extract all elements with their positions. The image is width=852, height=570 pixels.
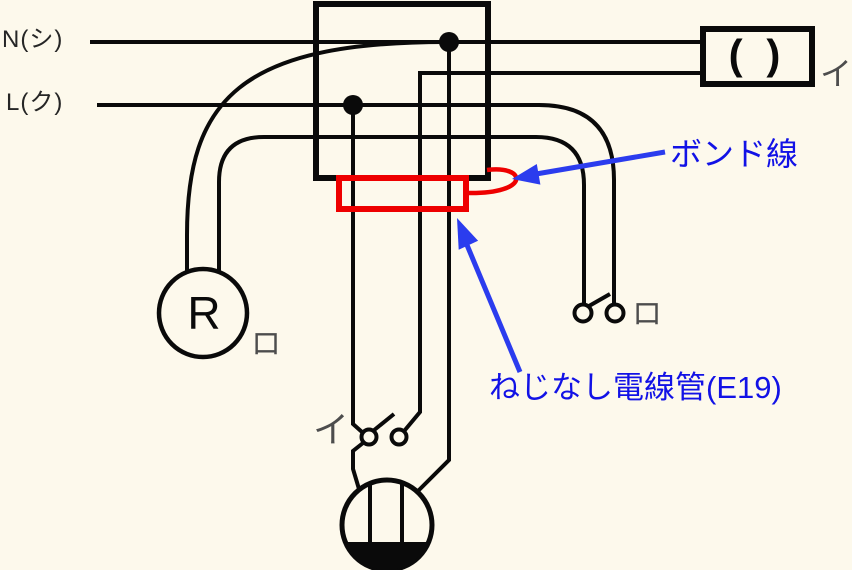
- ceiling-light-symbol: ( ): [728, 30, 787, 78]
- switch-ro-right-terminal: [604, 302, 626, 324]
- wall-outlet-wall-segment: [345, 542, 429, 570]
- live-source-label: L(ク): [6, 89, 64, 116]
- live-drop-switch-i: [351, 105, 364, 434]
- conduit-annotation: ねじなし電線管(E19): [489, 370, 782, 405]
- bond-wire-arc: [467, 167, 519, 196]
- ceiling-light-box: [700, 26, 815, 87]
- live-wire: [97, 103, 616, 304]
- live-drop-outlet: [351, 441, 365, 490]
- lamp-receptacle-circle: [156, 266, 250, 360]
- neutral-source-label: N(シ): [2, 26, 64, 53]
- junction-box: [313, 1, 491, 181]
- lamp-receptacle-symbol: R: [187, 287, 221, 339]
- lamp-receptacle-circuit-label: ロ: [251, 328, 281, 361]
- bond-wire-annotation: ボンド線: [670, 136, 799, 172]
- bond-wire-arrowhead: [512, 164, 541, 185]
- neutral-junction-dot: [439, 32, 459, 52]
- switch-i-right-terminal: [389, 427, 409, 447]
- outlet-neutral-drop: [416, 42, 451, 493]
- switch-i-circuit-label: イ: [313, 409, 350, 450]
- switch-ro-left-terminal: [572, 302, 594, 324]
- bond-wire-pointer-line: [535, 149, 666, 177]
- switch-i-lever: [371, 412, 396, 433]
- switch-ro-circuit-label: ロ: [632, 298, 662, 331]
- wall-outlet-circle: [339, 477, 435, 570]
- ceiling-light-circuit-label: イ: [820, 56, 852, 92]
- conduit-rect: [336, 175, 469, 212]
- switched-wire-ceiling-light: [403, 71, 703, 432]
- live-junction-dot: [343, 95, 363, 115]
- receptacle-switch-wire: [217, 135, 586, 304]
- switch-ro-lever: [588, 292, 611, 308]
- switch-i-left-terminal: [359, 427, 379, 447]
- conduit-pointer-line: [464, 244, 523, 373]
- conduit-arrowhead: [457, 218, 479, 250]
- receptacle-neutral-wire: [185, 40, 447, 271]
